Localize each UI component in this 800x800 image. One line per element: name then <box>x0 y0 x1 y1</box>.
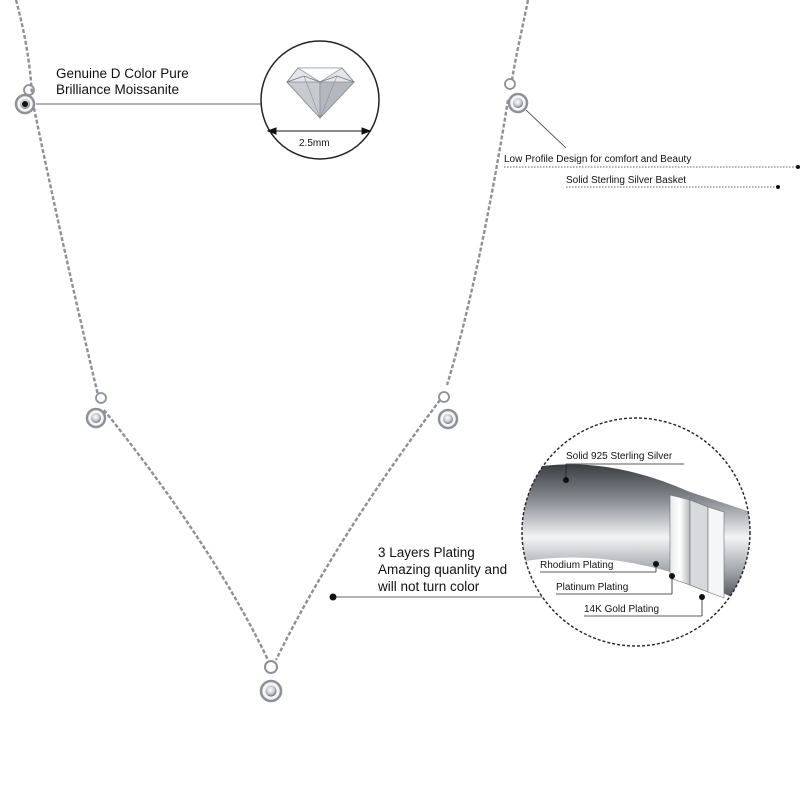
moissanite-label-line2: Brilliance Moissanite <box>56 82 180 97</box>
plating-label-line2: Amazing quanlity and <box>378 562 508 577</box>
charm-mid-left <box>85 392 107 429</box>
round-brilliant-diamond-icon <box>286 67 355 120</box>
chain-right <box>445 99 510 386</box>
charm-top-right <box>504 78 529 114</box>
charm-mid-right <box>437 391 459 430</box>
plating-label-line3: will not turn color <box>378 579 480 594</box>
chain-left-upper <box>14 0 34 96</box>
chain-left-lower <box>103 409 270 661</box>
basket-label: Solid Sterling Silver Basket <box>566 175 687 186</box>
chain-left <box>32 107 100 396</box>
chain-right-lower <box>274 399 441 661</box>
double-arrow-icon <box>266 127 372 135</box>
platinum-label: Platinum Plating <box>556 582 629 593</box>
plating-label-line1: 3 Layers Plating <box>378 545 475 560</box>
stone-size-label: 2.5mm <box>299 138 330 149</box>
section-leaders <box>540 463 703 617</box>
leader-lines <box>36 103 798 598</box>
charm-bottom-center <box>259 660 283 703</box>
chain-right-upper <box>510 0 530 81</box>
stone-magnifier <box>260 40 380 160</box>
cross-section-magnifier <box>521 417 751 647</box>
leader-dots <box>22 101 800 601</box>
rhodium-label: Rhodium Plating <box>540 560 614 571</box>
gold-label: 14K Gold Plating <box>584 604 660 615</box>
moissanite-label-line1: Genuine D Color Pure <box>56 66 189 81</box>
low-profile-label: Low Profile Design for comfort and Beaut… <box>504 154 692 165</box>
dot-basket <box>776 185 780 189</box>
dot-low-profile <box>796 165 800 169</box>
dot-plating <box>329 593 337 601</box>
dot-moissanite <box>22 101 28 107</box>
silver-label: Solid 925 Sterling Silver <box>566 451 673 462</box>
